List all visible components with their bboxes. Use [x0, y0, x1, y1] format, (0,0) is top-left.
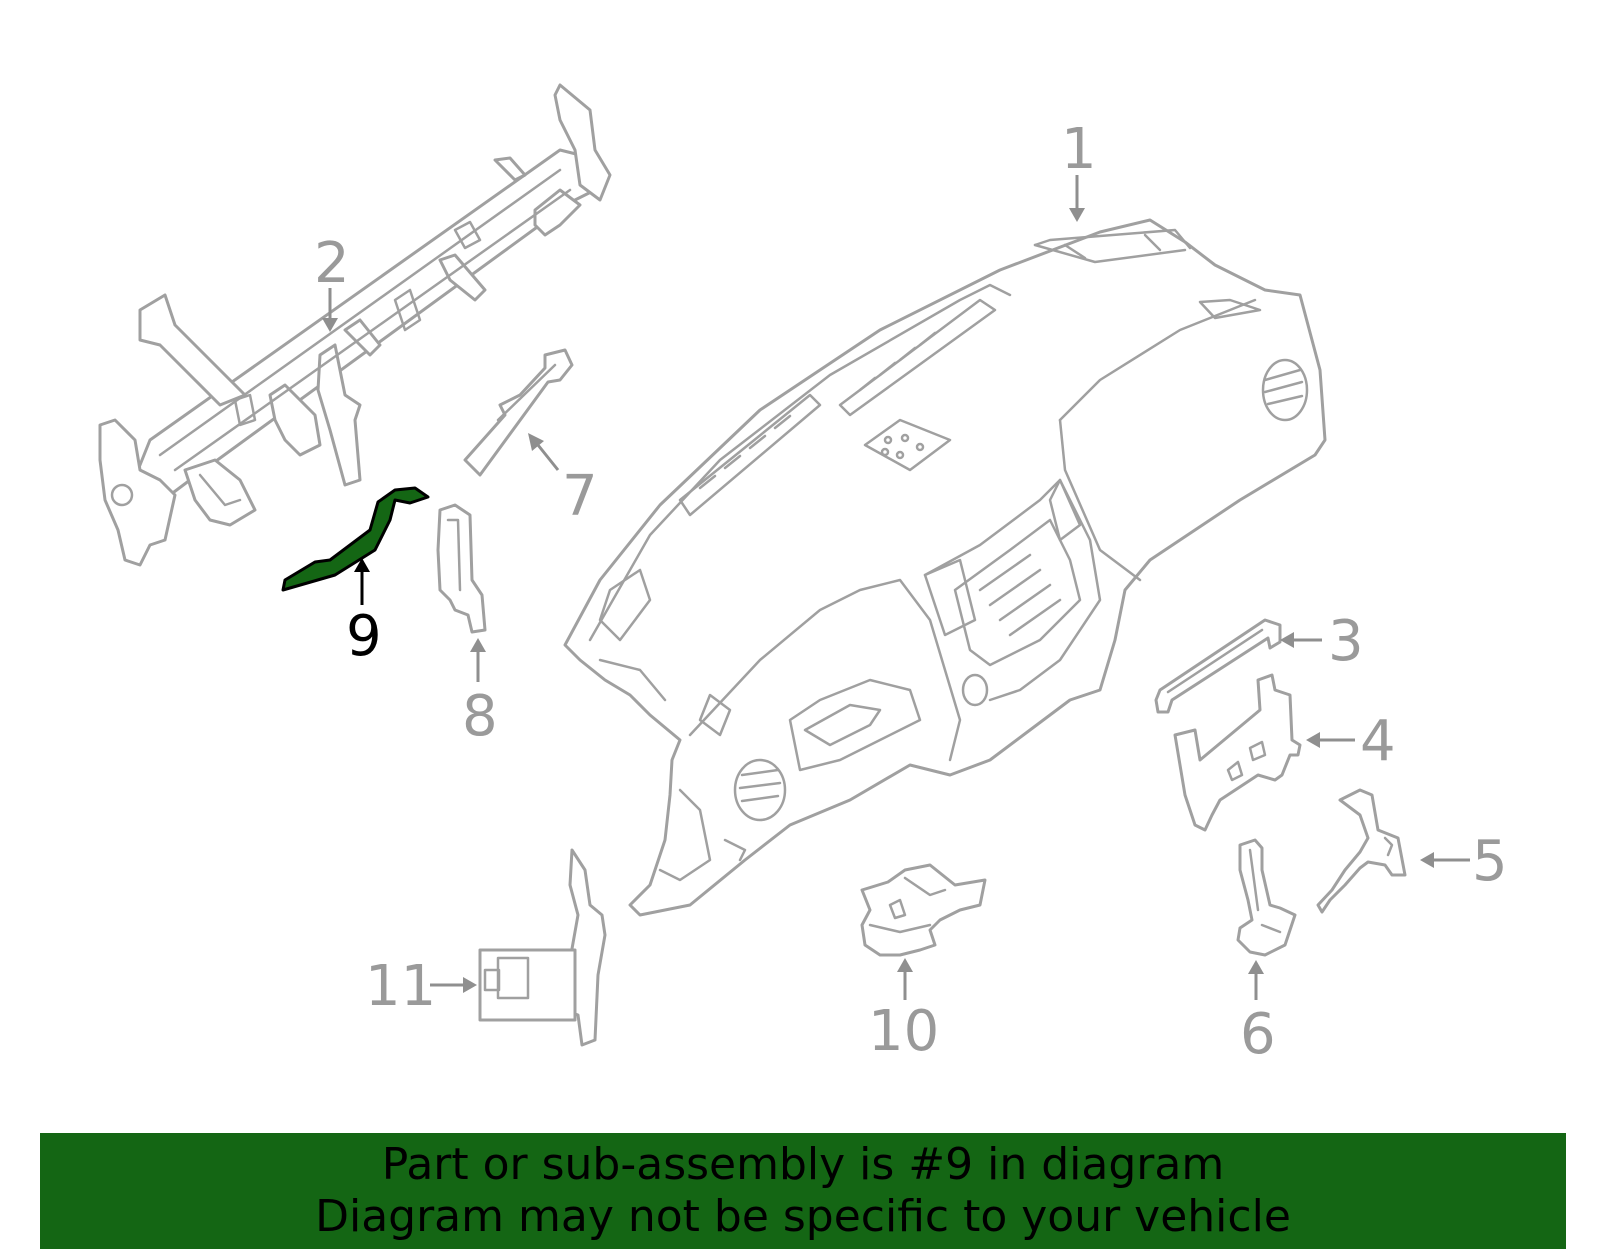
- info-banner: Part or sub-assembly is #9 in diagram Di…: [40, 1133, 1566, 1249]
- callout-8: 8: [462, 684, 498, 749]
- banner-line-1: Part or sub-assembly is #9 in diagram: [381, 1139, 1225, 1190]
- part-10-bracket[interactable]: [860, 863, 987, 957]
- callout-7: 7: [562, 464, 598, 529]
- callout-5: 5: [1472, 829, 1508, 894]
- callout-4: 4: [1360, 709, 1396, 774]
- part-4-bracket[interactable]: [1173, 673, 1302, 832]
- callout-leaders: [322, 175, 1470, 1000]
- callout-10: 10: [868, 999, 939, 1064]
- part-8-bracket[interactable]: [436, 503, 487, 634]
- part-5-bracket[interactable]: [1316, 788, 1407, 914]
- part-3-bracket[interactable]: [1154, 618, 1282, 714]
- callout-11: 11: [365, 954, 436, 1019]
- part-2-cross-car-beam[interactable]: [98, 83, 612, 567]
- part-7-bracket[interactable]: [463, 348, 574, 477]
- callout-6: 6: [1240, 1002, 1276, 1067]
- callout-1: 1: [1061, 117, 1097, 182]
- callout-2: 2: [314, 231, 350, 296]
- part-11-module[interactable]: [478, 848, 607, 1047]
- callout-3: 3: [1328, 609, 1364, 674]
- part-9-shape: [281, 486, 430, 592]
- part-1-instrument-panel[interactable]: [563, 218, 1327, 917]
- banner-line-2: Diagram may not be specific to your vehi…: [315, 1191, 1291, 1242]
- part-6-bracket[interactable]: [1236, 838, 1297, 957]
- callout-labels: 1 2 3 4 5 6 7 8 9 10 11: [314, 117, 1508, 1067]
- part-9-highlighted-bracket[interactable]: [281, 486, 430, 592]
- callout-9: 9: [346, 604, 382, 669]
